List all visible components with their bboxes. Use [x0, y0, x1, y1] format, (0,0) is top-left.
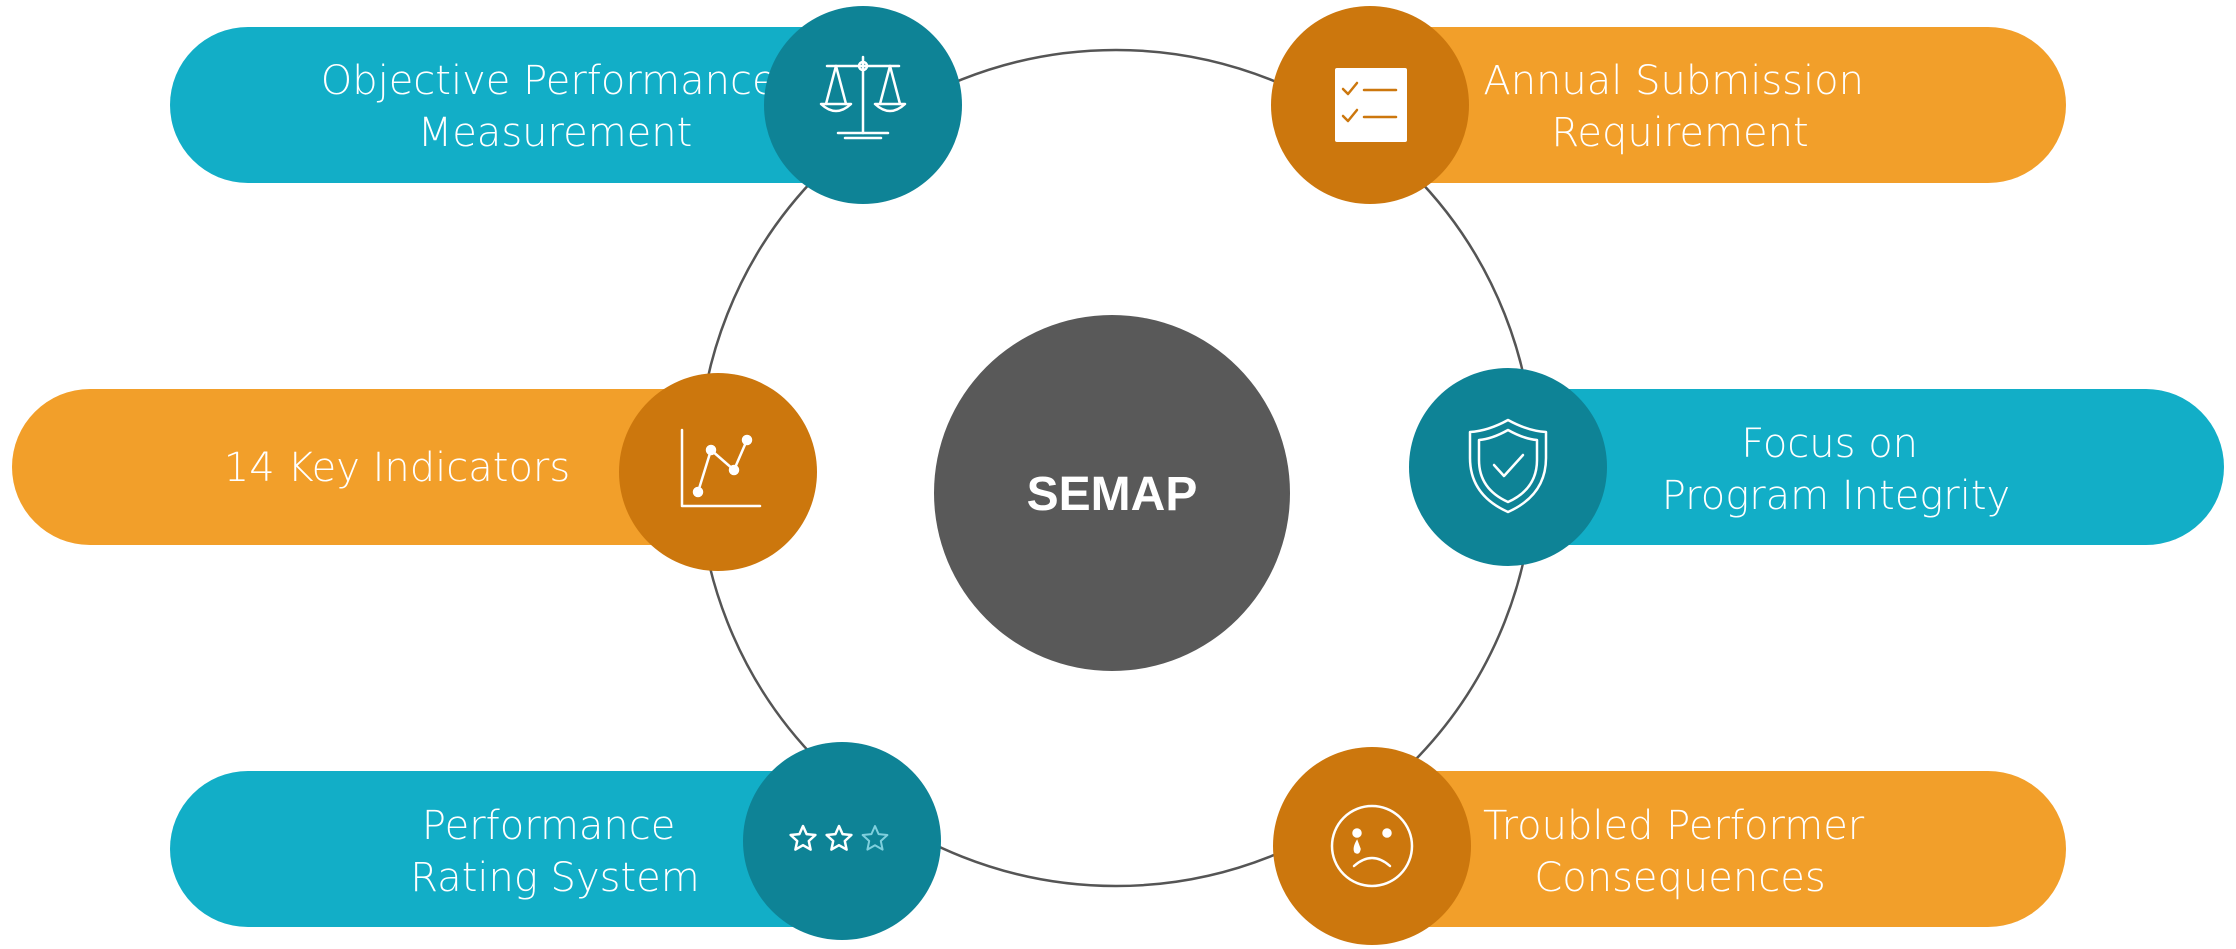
- pill-rating-system: [170, 771, 870, 927]
- pill-objective-performance: [170, 27, 890, 183]
- badge-annual-submission: [1271, 6, 1469, 204]
- pill-program-integrity: [1490, 389, 2224, 545]
- scales-icon: [819, 55, 907, 140]
- badge-objective-performance: [764, 6, 962, 204]
- badge-program-integrity: [1409, 368, 1607, 566]
- badge-key-indicators: [619, 373, 817, 571]
- item-label-annual-submission: Annual Submission Requirement: [1483, 58, 1876, 156]
- item-label-objective-performance: Objective Performance Measurement: [321, 58, 790, 156]
- pill-annual-submission: [1340, 27, 2066, 183]
- item-label-troubled-performer: Troubled Performer Consequences: [1483, 803, 1877, 901]
- star-outline-icon: [861, 825, 889, 851]
- checklist-icon: [1335, 68, 1407, 142]
- item-label-rating-system: Performance Rating System: [410, 803, 699, 901]
- sad-face-icon: [1330, 804, 1414, 888]
- item-label-program-integrity: Focus on Program Integrity: [1662, 421, 2010, 519]
- pill-key-indicators: [12, 389, 742, 545]
- shield-check-icon: [1468, 418, 1548, 514]
- badge-rating-system: [743, 742, 941, 940]
- pill-troubled-performer: [1340, 771, 2066, 927]
- star-icon: [825, 824, 853, 851]
- star-icon: [789, 824, 817, 851]
- star-rating-icon: [789, 824, 889, 851]
- center-circle: [934, 315, 1290, 671]
- badge-troubled-performer: [1273, 747, 1471, 945]
- center-label: SEMAP: [1027, 468, 1198, 521]
- line-chart-icon: [680, 428, 762, 508]
- item-label-key-indicators: 14 Key Indicators: [224, 445, 570, 491]
